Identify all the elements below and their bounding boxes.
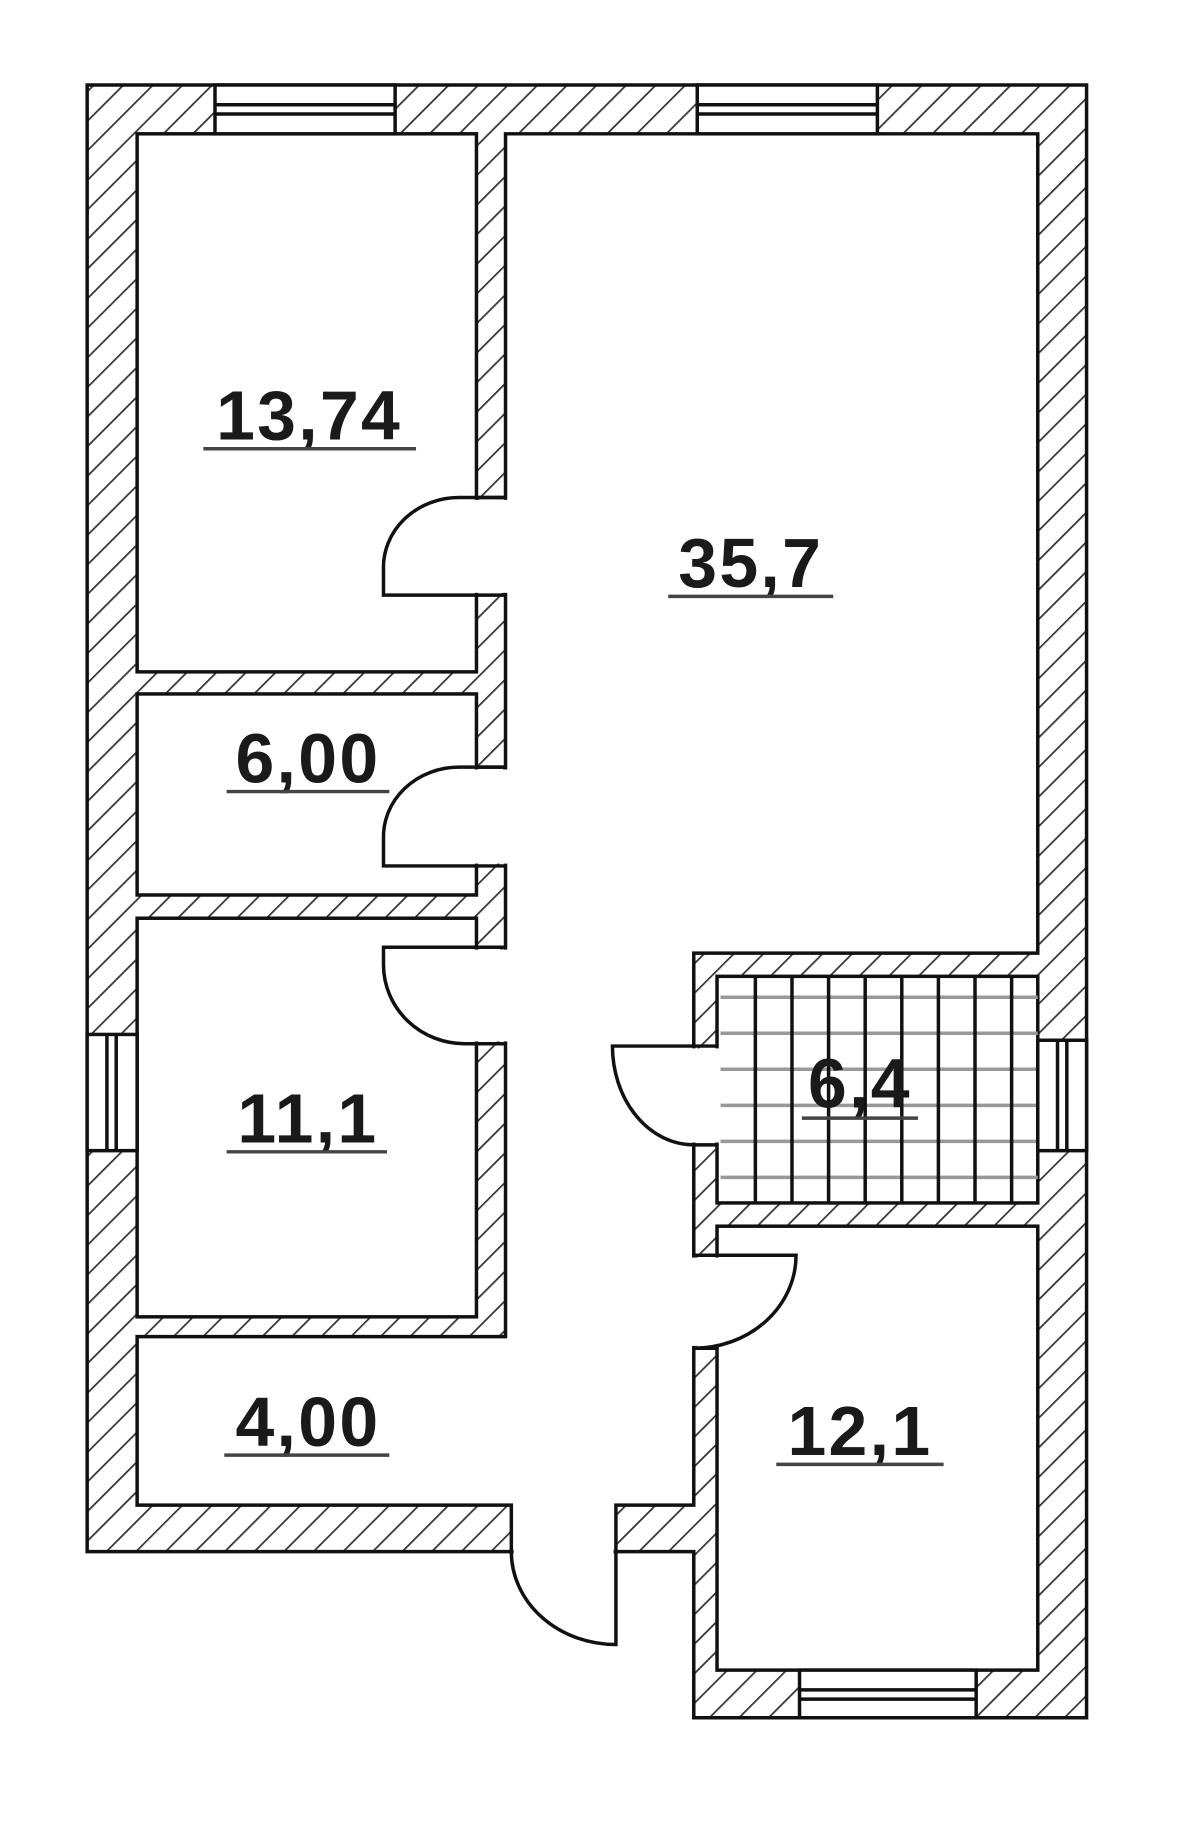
window-bottom [797,1668,978,1720]
door-room-middle-left[interactable] [381,945,506,1046]
room-label-top-left: 13,74 [203,376,417,454]
room-label-staircase: 6,4 [801,1045,919,1123]
room-small-area [135,692,479,897]
window-top-left [213,83,397,136]
window-right [1036,1038,1089,1153]
door-staircase[interactable] [610,1044,694,1147]
svg-text:12,1: 12,1 [787,1392,932,1470]
svg-text:4,00: 4,00 [235,1383,380,1461]
door-room-top-left[interactable] [381,495,506,597]
window-left [85,1032,139,1153]
svg-text:6,00: 6,00 [235,719,380,797]
windows [85,83,1089,1720]
svg-text:11,1: 11,1 [237,1080,378,1158]
room-label-bottom-right: 12,1 [776,1392,944,1470]
room-label-middle-left: 11,1 [226,1080,387,1158]
svg-text:13,74: 13,74 [216,376,402,454]
staircase-area [715,974,1040,1205]
door-room-small[interactable] [381,765,506,868]
room-top-left-area [135,132,479,674]
svg-text:6,4: 6,4 [808,1045,912,1123]
svg-text:35,7: 35,7 [678,524,823,602]
entrance-door[interactable] [509,1551,618,1647]
room-bottom-right-area [715,1224,1040,1672]
staircase-steps [720,976,1038,1203]
door-openings [471,499,721,1554]
door-room-bottom-right[interactable] [693,1253,798,1350]
room-label-hall: 35,7 [668,524,834,602]
room-middle-left-area [135,916,479,1319]
room-label-small: 6,00 [226,719,390,797]
room-label-corridor: 4,00 [224,1383,390,1461]
window-top-right [695,83,880,136]
